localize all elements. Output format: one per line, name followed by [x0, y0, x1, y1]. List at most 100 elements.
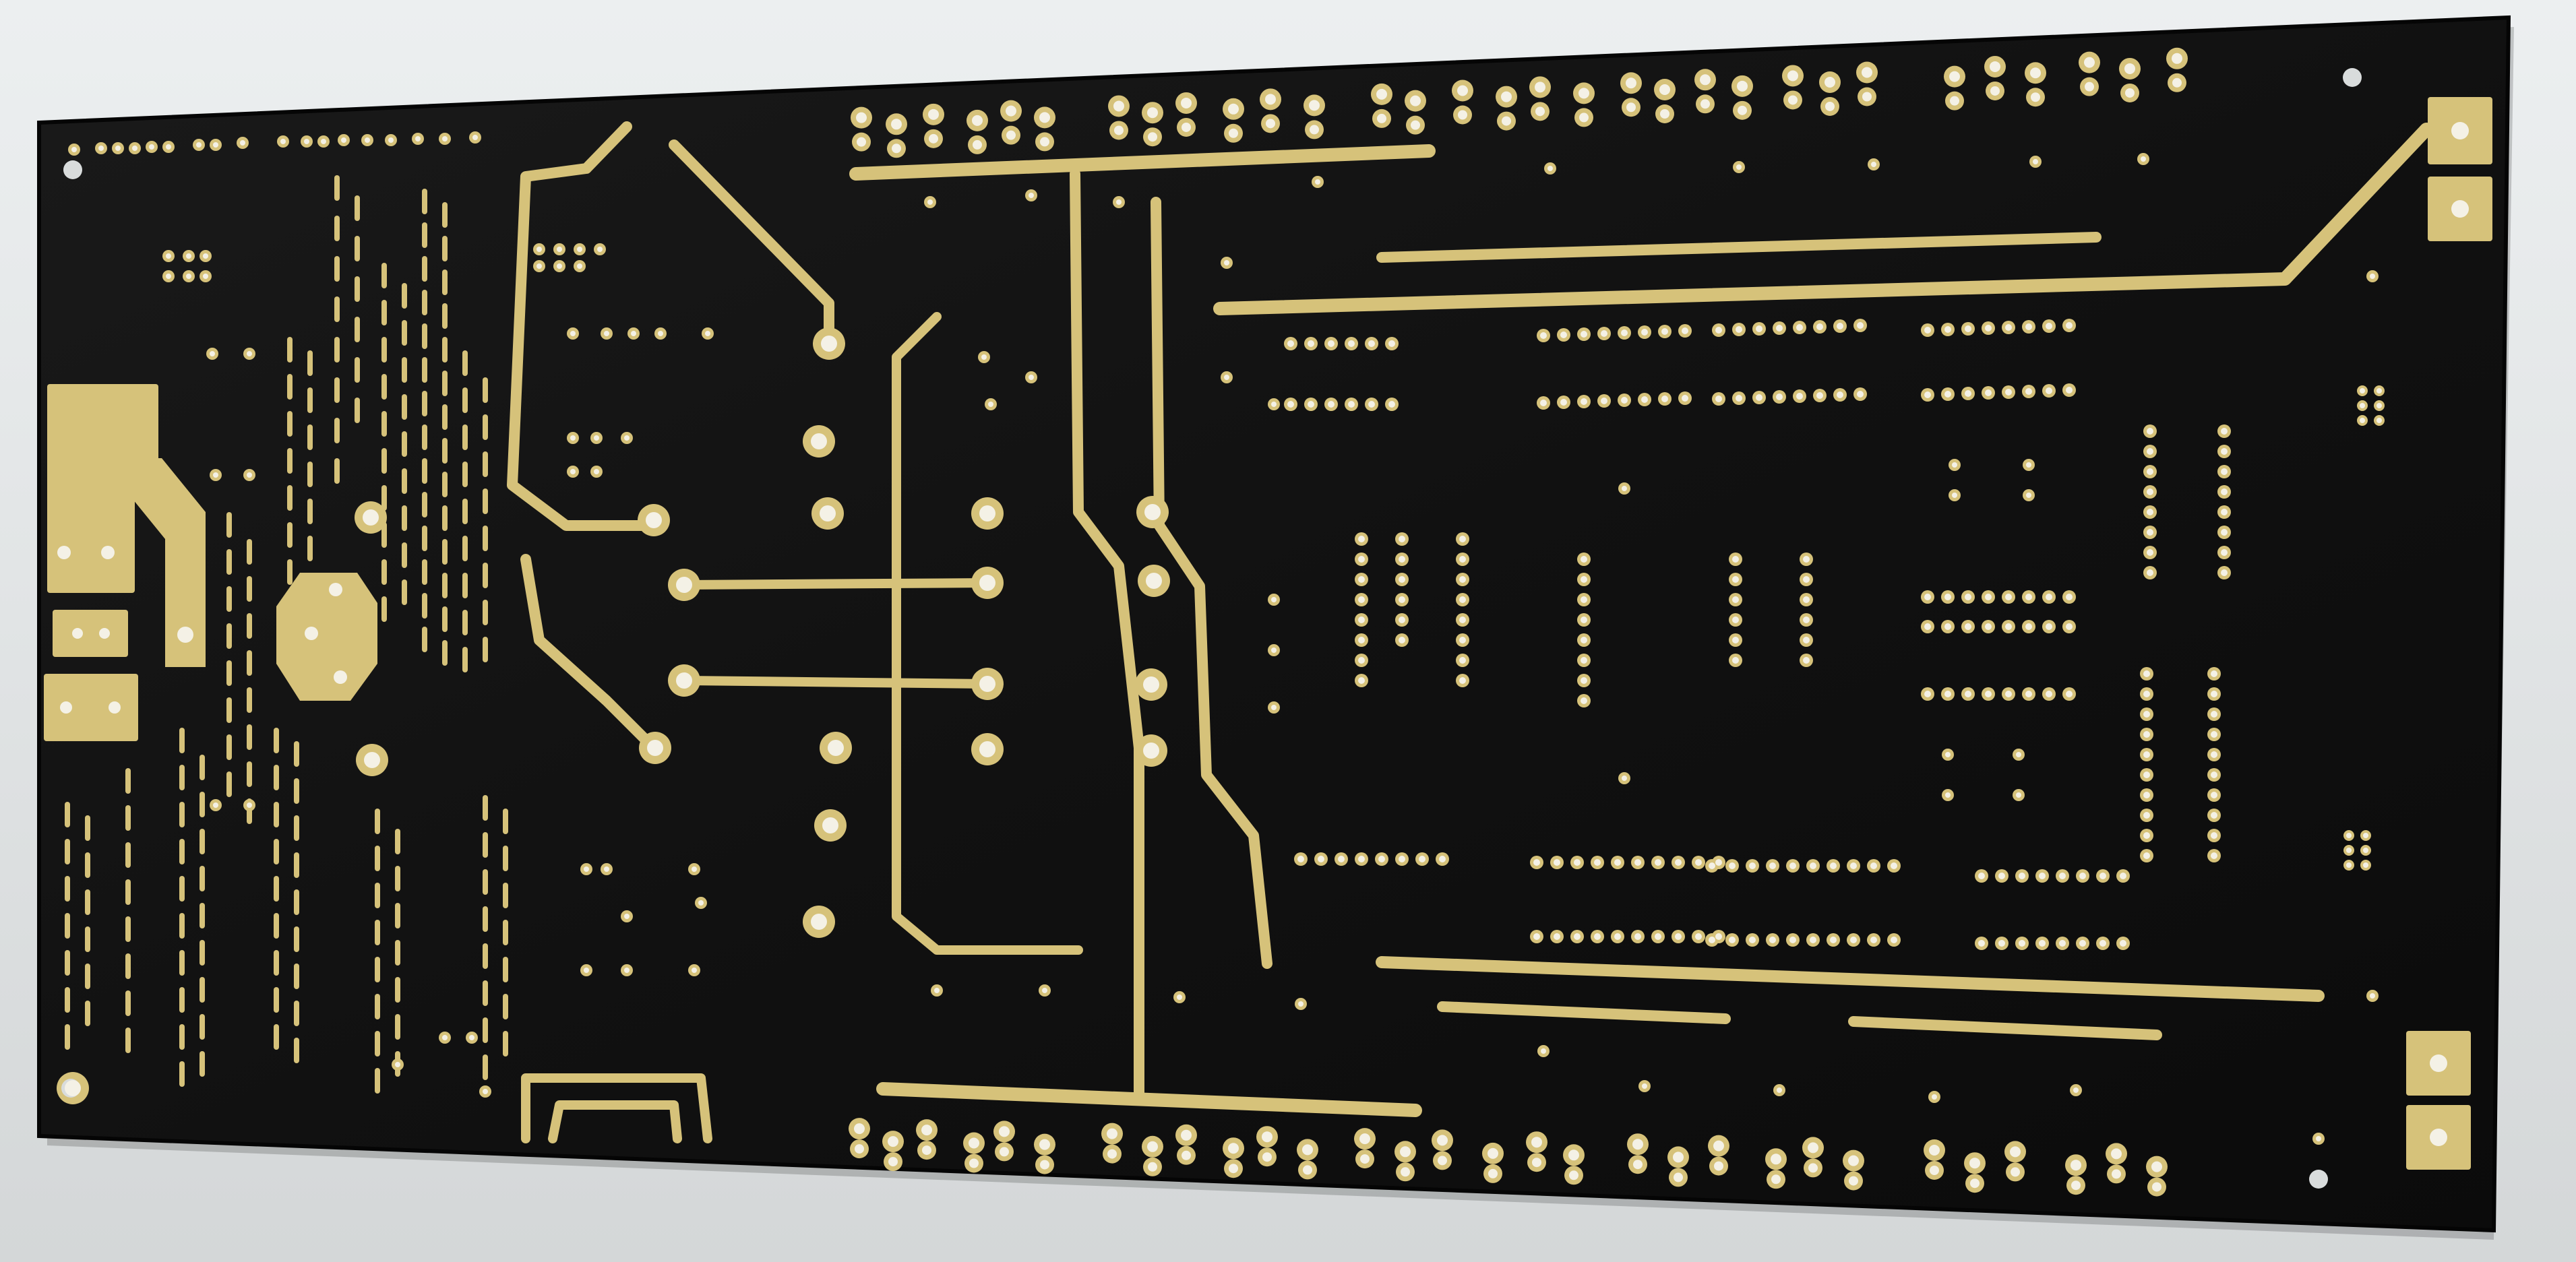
slot-pad [402, 357, 407, 383]
drill-hole [856, 112, 867, 123]
drill-hole [604, 866, 609, 872]
slot-pad [334, 175, 340, 201]
drill-hole [1732, 556, 1739, 563]
drill-hole [2030, 67, 2041, 79]
slot-pad [287, 411, 293, 437]
drill-hole [1700, 99, 1710, 109]
slot-pad [125, 805, 131, 831]
drill-hole [1388, 401, 1395, 408]
drill-hole [1950, 96, 1959, 106]
drill-hole [2112, 1169, 2121, 1179]
drill-hole [594, 435, 599, 441]
drill-hole [1113, 100, 1124, 112]
drill-hole [1661, 328, 1668, 335]
drill-hole [305, 627, 318, 640]
drill-hole [1287, 401, 1294, 408]
slot-pad [483, 377, 488, 403]
slot-pad [483, 637, 488, 662]
drill-hole [1633, 1160, 1643, 1170]
slot-pad [65, 802, 70, 827]
drill-hole [213, 142, 218, 148]
drill-hole [1737, 80, 1748, 92]
slot-pad [179, 1024, 185, 1050]
drill-hole [1181, 1129, 1192, 1141]
drill-hole [1399, 637, 1405, 643]
drill-hole [1776, 393, 1783, 400]
copper-trace [679, 578, 992, 590]
drill-hole [929, 133, 938, 144]
slot-pad [355, 398, 360, 423]
slot-pad [247, 539, 252, 565]
drill-hole [2120, 940, 2126, 947]
slot-pad [483, 451, 488, 477]
slot-pad [247, 687, 252, 713]
drill-hole [132, 146, 137, 151]
slot-pad [200, 755, 205, 780]
drill-hole [705, 331, 710, 336]
drill-hole [1808, 1163, 1818, 1173]
slot-pad [402, 283, 407, 309]
drill-hole [1736, 395, 1742, 402]
slot-pad [334, 256, 340, 282]
drill-hole [973, 139, 982, 150]
drill-hole [1969, 1158, 1980, 1169]
drill-hole [1533, 933, 1540, 940]
drill-hole [999, 1126, 1010, 1137]
drill-hole [2172, 77, 2182, 88]
drill-hole [2211, 691, 2217, 697]
slot-pad [287, 337, 293, 362]
slot-pad [200, 940, 205, 966]
drill-hole [2211, 852, 2217, 859]
slot-pad [200, 903, 205, 928]
slot-pad [294, 778, 299, 804]
drill-hole [2046, 691, 2052, 697]
drill-hole [979, 741, 995, 757]
drill-hole [855, 1144, 864, 1154]
drill-hole [2152, 1182, 2161, 1192]
drill-hole [1328, 401, 1335, 408]
drill-hole [557, 247, 562, 252]
slot-pad [483, 795, 488, 821]
slot-pad [287, 522, 293, 548]
drill-hole [2147, 428, 2153, 435]
drill-hole [2120, 873, 2126, 879]
drill-hole [2143, 711, 2150, 718]
slot-pad [287, 374, 293, 400]
slot-pad [307, 536, 313, 561]
drill-hole [1438, 1156, 1447, 1166]
drill-hole [1400, 1146, 1411, 1158]
drill-hole [1271, 402, 1277, 407]
drill-hole [2143, 792, 2150, 798]
drill-hole [1871, 162, 1876, 167]
drill-hole [2221, 569, 2228, 576]
drill-hole [1642, 1083, 1647, 1089]
drill-hole [2099, 940, 2106, 947]
drill-hole [2451, 200, 2469, 218]
slot-pad [462, 350, 468, 376]
drill-hole [1368, 340, 1375, 347]
slot-pad [402, 579, 407, 605]
drill-hole [1634, 933, 1641, 940]
drill-hole [1399, 536, 1405, 542]
slot-pad [442, 573, 448, 598]
copper-pour [111, 384, 158, 465]
drill-hole [1271, 648, 1277, 653]
drill-hole [1985, 594, 1992, 600]
slot-pad [294, 964, 299, 989]
drill-hole [1411, 120, 1420, 130]
drill-hole [166, 274, 171, 279]
copper-trace [548, 1100, 682, 1143]
drill-hole [329, 583, 342, 596]
drill-hole [570, 435, 576, 441]
drill-hole [1732, 617, 1739, 623]
drill-hole [2360, 403, 2365, 408]
drill-hole [1771, 1154, 1781, 1165]
slot-pad [200, 829, 205, 854]
drill-hole [1715, 327, 1722, 334]
drill-hole [334, 670, 347, 684]
drill-hole [1303, 1165, 1312, 1175]
slot-pad [381, 559, 387, 585]
drill-hole [2147, 529, 2153, 536]
drill-hole [1700, 74, 1711, 86]
